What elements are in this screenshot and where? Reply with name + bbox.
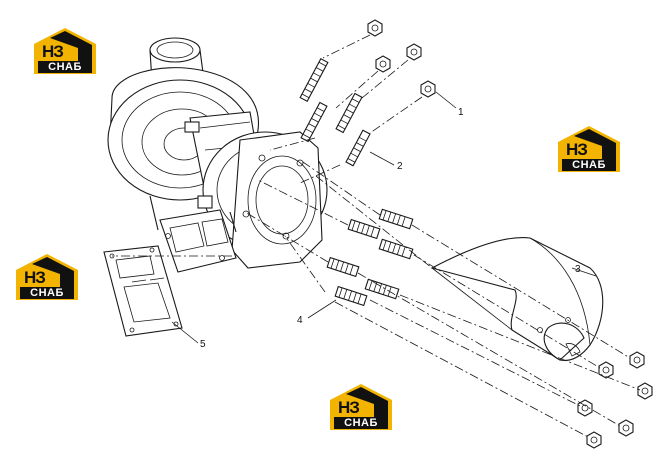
logo-mark-top: НЗ <box>42 42 64 61</box>
callout-2: 2 <box>397 161 403 172</box>
hex-nut-icon <box>367 19 653 449</box>
threaded-stud-icon <box>299 57 371 167</box>
logo-mark-top: НЗ <box>566 140 588 159</box>
alignment-lines <box>112 34 641 439</box>
callout-4: 4 <box>297 315 303 326</box>
logo-mark-bottom: СНАБ <box>38 61 92 73</box>
heat-shield-icon <box>430 237 604 362</box>
logo-mark-top: НЗ <box>24 268 46 287</box>
brand-logo: НЗ СНАБ <box>328 384 394 430</box>
logo-mark-top: НЗ <box>338 398 360 417</box>
logo-mark-bottom: СНАБ <box>562 159 616 171</box>
turbocharger-icon <box>107 37 328 273</box>
logo-mark-bottom: СНАБ <box>20 287 74 299</box>
callout-1: 1 <box>458 107 464 118</box>
brand-logo: НЗ СНАБ <box>14 254 80 300</box>
brand-logo: НЗ СНАБ <box>32 28 98 74</box>
gasket-icon <box>103 245 183 337</box>
threaded-stud-icon <box>326 208 414 307</box>
callout-leaders <box>171 91 597 344</box>
callout-3: 3 <box>575 264 581 275</box>
brand-logo: НЗ СНАБ <box>556 126 622 172</box>
callout-5: 5 <box>200 339 206 350</box>
logo-mark-bottom: СНАБ <box>334 417 388 429</box>
